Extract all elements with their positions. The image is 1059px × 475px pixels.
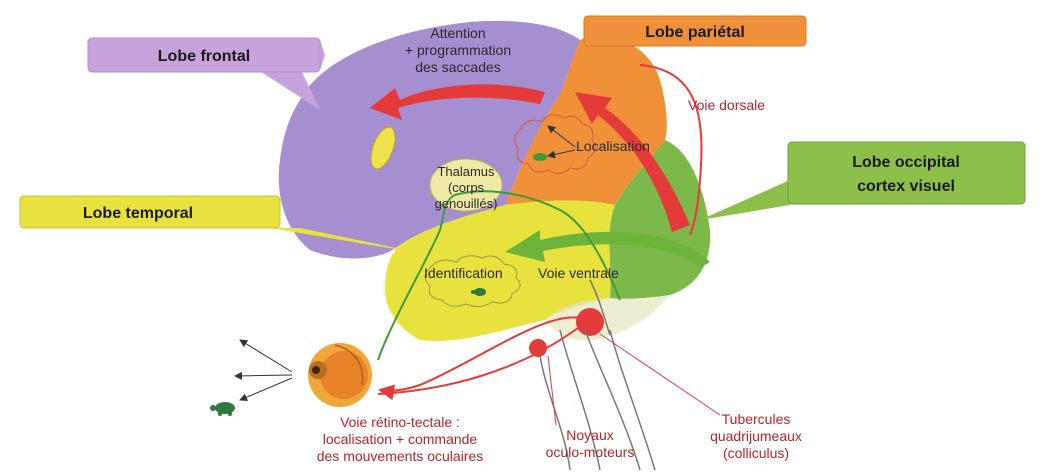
- localisation-label: Localisation: [576, 138, 650, 154]
- svg-text:Noyaux: Noyaux: [566, 427, 613, 443]
- svg-text:genouillés): genouillés): [435, 196, 498, 211]
- svg-text:quadrijumeaux: quadrijumeaux: [710, 428, 802, 444]
- callout-occipital-line2: cortex visuel: [857, 178, 955, 195]
- svg-text:Voie rétino-tectale :: Voie rétino-tectale :: [340, 414, 460, 430]
- svg-text:(colliculus): (colliculus): [723, 445, 789, 461]
- callout-lobe-frontal: Lobe frontal: [88, 38, 325, 110]
- retino-tectal-line-1: [378, 328, 578, 394]
- svg-text:Thalamus: Thalamus: [437, 164, 495, 179]
- callout-lobe-occipital: Lobe occipital cortex visuel: [700, 142, 1025, 220]
- svg-text:des mouvements oculaires: des mouvements oculaires: [317, 448, 484, 464]
- oculomotor-node: [529, 339, 547, 357]
- callout-occipital-line1: Lobe occipital: [852, 154, 960, 171]
- turtle-icon: [210, 402, 235, 416]
- svg-text:oculo-moteurs: oculo-moteurs: [546, 444, 635, 460]
- svg-text:des saccades: des saccades: [415, 59, 501, 75]
- voie-ventrale-label: Voie ventrale: [538, 265, 619, 281]
- retino-tectal-label: Voie rétino-tectale : localisation + com…: [317, 414, 484, 464]
- svg-text:Attention: Attention: [430, 25, 485, 41]
- svg-text:(corps: (corps: [448, 180, 485, 195]
- callout-frontal-text: Lobe frontal: [158, 48, 250, 65]
- identification-label: Identification: [424, 265, 503, 281]
- eye: [308, 343, 372, 407]
- noyaux-label: Noyaux oculo-moteurs: [546, 427, 635, 460]
- svg-text:Tubercules: Tubercules: [722, 411, 791, 427]
- visual-field-arrows: [235, 340, 292, 400]
- svg-text:+ programmation: + programmation: [405, 42, 511, 58]
- voie-dorsale-label: Voie dorsale: [688, 97, 765, 113]
- tubercules-label: Tubercules quadrijumeaux (colliculus): [710, 411, 802, 461]
- callout-parietal-text: Lobe pariétal: [645, 24, 745, 41]
- localisation-spot: [533, 153, 547, 161]
- svg-text:localisation + commande: localisation + commande: [323, 431, 478, 447]
- tubercules-leader: [600, 334, 720, 415]
- callout-temporal-text: Lobe temporal: [83, 205, 193, 222]
